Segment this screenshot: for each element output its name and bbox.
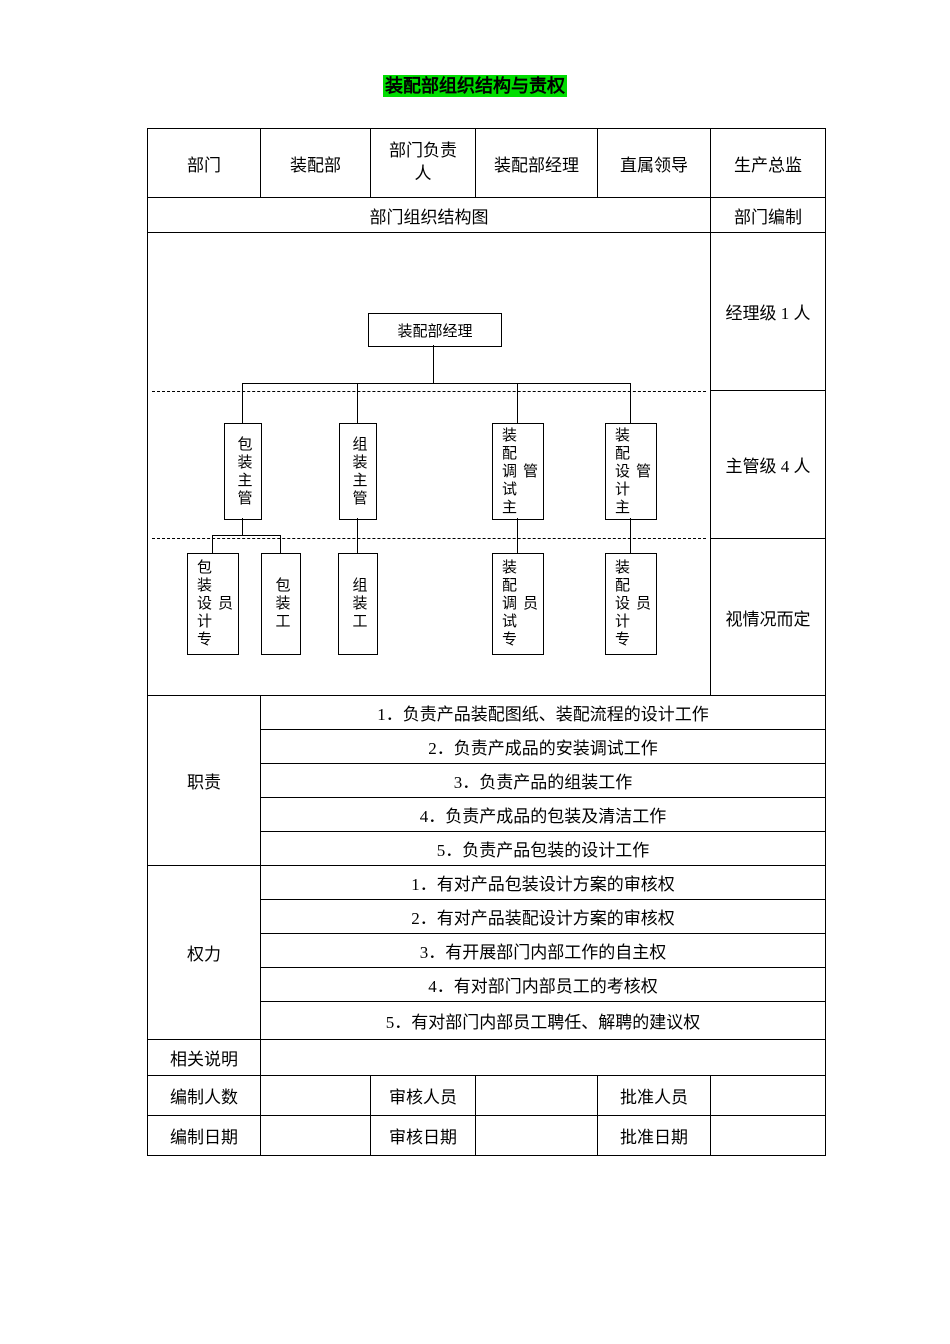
connector-line (630, 383, 631, 423)
main-table: 部门 装配部 部门负责 人 装配部经理 直属领导 生产总监 部门组织结构图 部门… (147, 128, 826, 1156)
org-chart-section-title: 部门组织结构图 (147, 197, 711, 233)
chart-row-1: 装配部经理 包装主管 组装主管 (147, 232, 826, 696)
connector-line (242, 383, 243, 423)
power-item: 4．有对部门内部员工的考核权 (260, 967, 826, 1002)
head-value: 装配部经理 (475, 128, 598, 198)
connector-line (242, 518, 243, 535)
notes-row: 相关说明 (147, 1039, 826, 1076)
org-box-manager-label: 装配部经理 (397, 323, 473, 340)
connector-line (242, 383, 631, 384)
org-box-assembly-supervisor: 组装主管 (339, 423, 377, 520)
approve-date-label: 批准日期 (597, 1115, 711, 1156)
duty-item: 3．负责产品的组装工作 (260, 763, 826, 798)
staffing-supervisor-level: 主管级 4 人 (710, 389, 826, 540)
footer-row-1: 编制人数 审核人员 批准人员 (147, 1075, 826, 1116)
compile-date-label: 编制日期 (147, 1115, 261, 1156)
chart-row-2: 主管级 4 人 (148, 389, 826, 540)
org-box-label: 装配设计专 员 (613, 559, 650, 649)
powers-label: 权力 (147, 865, 261, 1040)
connector-line (212, 535, 281, 536)
org-chart: 装配部经理 包装主管 组装主管 (152, 235, 706, 693)
power-item: 1．有对产品包装设计方案的审核权 (260, 865, 826, 900)
staffing-section-title: 部门编制 (710, 197, 826, 233)
review-date-label: 审核日期 (370, 1115, 476, 1156)
notes-label: 相关说明 (147, 1039, 261, 1076)
dept-value: 装配部 (260, 128, 371, 198)
dept-label: 部门 (147, 128, 261, 198)
power-item: 5．有对部门内部员工聘任、解聘的建议权 (260, 1001, 826, 1040)
power-item: 2．有对产品装配设计方案的审核权 (260, 899, 826, 934)
connector-line (630, 518, 631, 553)
leader-label: 直属领导 (597, 128, 711, 198)
duty-item: 2．负责产成品的安装调试工作 (260, 729, 826, 764)
approve-date-value (710, 1115, 826, 1156)
staffing-staff-level: 视情况而定 (710, 538, 826, 696)
chart-row-3: 视情况而定 (148, 538, 826, 696)
org-box-packaging-designer: 包装设计专 员 (187, 553, 239, 655)
org-box-label: 组装工 (350, 577, 367, 631)
org-box-label: 装配调试专 员 (500, 559, 537, 649)
review-person-label: 审核人员 (370, 1075, 476, 1116)
powers-row: 权力 1．有对产品包装设计方案的审核权 (147, 865, 826, 1040)
compile-count-label: 编制人数 (147, 1075, 261, 1116)
duty-item: 5．负责产品包装的设计工作 (260, 831, 826, 866)
dashed-separator-2 (152, 538, 706, 539)
compile-date-value (260, 1115, 371, 1156)
duties-label: 职责 (147, 695, 261, 866)
duty-item: 1．负责产品装配图纸、装配流程的设计工作 (260, 695, 826, 730)
review-date-value (475, 1115, 598, 1156)
org-box-label: 装配调试主 管 (500, 426, 537, 517)
org-box-label: 装配设计主 管 (613, 426, 650, 517)
connector-line (357, 518, 358, 553)
org-box-packaging-worker: 包装工 (261, 553, 301, 655)
connector-line (433, 345, 434, 383)
approve-person-value (710, 1075, 826, 1116)
connector-line (517, 518, 518, 553)
org-box-label: 组装主管 (350, 435, 367, 508)
org-box-debug-supervisor: 装配调试主 管 (492, 423, 544, 520)
connector-line (280, 535, 281, 553)
org-box-packaging-supervisor: 包装主管 (224, 423, 262, 520)
footer-row-2: 编制日期 审核日期 批准日期 (147, 1115, 826, 1156)
review-person-value (475, 1075, 598, 1116)
org-chart-cell: 装配部经理 包装主管 组装主管 (147, 232, 711, 696)
org-box-assembly-worker: 组装工 (338, 553, 378, 655)
page-title-text: 装配部组织结构与责权 (383, 75, 567, 97)
connector-line (517, 383, 518, 423)
info-row: 部门 装配部 部门负责 人 装配部经理 直属领导 生产总监 (147, 128, 826, 198)
connector-line (357, 383, 358, 423)
org-box-debug-specialist: 装配调试专 员 (492, 553, 544, 655)
head-label: 部门负责 人 (370, 128, 476, 198)
section-row: 部门组织结构图 部门编制 (147, 197, 826, 233)
page-title: 装配部组织结构与责权 (0, 72, 950, 98)
dashed-separator-1 (152, 391, 706, 392)
power-item: 3．有开展部门内部工作的自主权 (260, 933, 826, 968)
connector-line (212, 535, 213, 553)
leader-value: 生产总监 (710, 128, 826, 198)
org-box-label: 包装设计专 员 (195, 559, 232, 649)
org-box-label: 包装工 (273, 577, 290, 631)
org-box-label: 包装主管 (235, 435, 252, 508)
notes-value (260, 1039, 826, 1076)
org-box-manager: 装配部经理 (368, 313, 502, 347)
duty-item: 4．负责产成品的包装及清洁工作 (260, 797, 826, 832)
duties-row: 职责 1．负责产品装配图纸、装配流程的设计工作 (147, 695, 826, 866)
approve-person-label: 批准人员 (597, 1075, 711, 1116)
org-box-design-supervisor: 装配设计主 管 (605, 423, 657, 520)
org-box-design-specialist: 装配设计专 员 (605, 553, 657, 655)
compile-count-value (260, 1075, 371, 1116)
staffing-manager-level: 经理级 1 人 (710, 232, 826, 391)
